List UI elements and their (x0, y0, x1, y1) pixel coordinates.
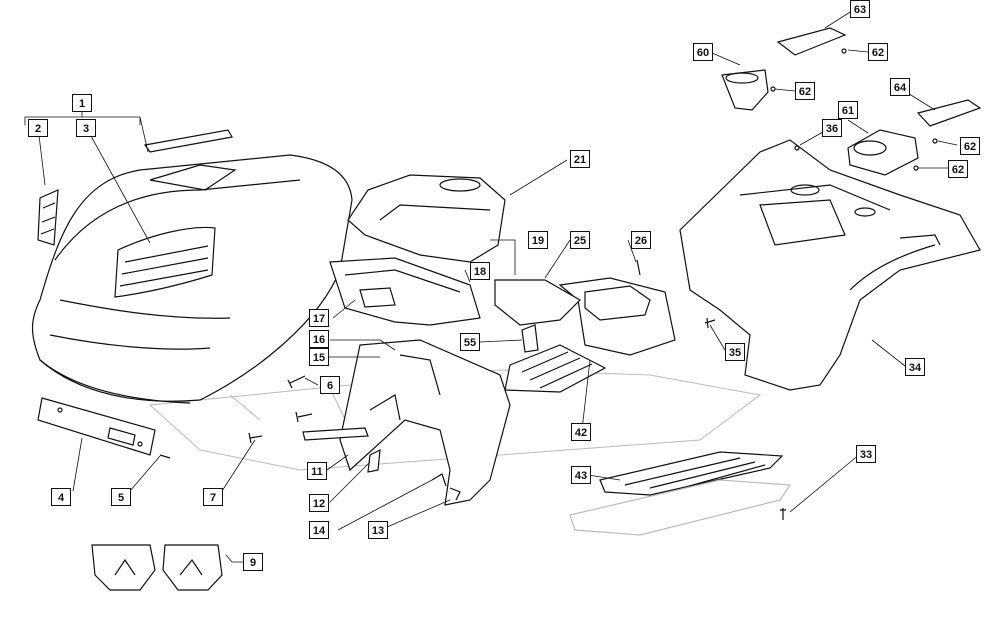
bolt-6 (287, 375, 306, 389)
seat-pan (558, 277, 676, 356)
callout-4: 4 (51, 488, 71, 506)
screw-5 (159, 454, 171, 459)
floor-mat-ghost (569, 479, 792, 536)
rear-fender (679, 139, 981, 391)
callout-18: 18 (470, 262, 490, 280)
callout-7: 7 (203, 488, 223, 506)
dash-housing (329, 257, 481, 326)
callout-16: 16 (309, 330, 329, 348)
callout-1: 1 (72, 94, 92, 112)
bolt-misc (295, 411, 313, 423)
callout-63: 63 (850, 0, 870, 18)
lid-63 (776, 27, 847, 56)
callout-64: 64 (890, 78, 910, 96)
callout-12: 12 (309, 494, 329, 512)
callout-2: 2 (28, 119, 48, 137)
floor-mat-43 (599, 451, 784, 496)
callout-5: 5 (111, 488, 131, 506)
panel-19 (494, 279, 581, 326)
callout-34: 34 (905, 358, 925, 376)
callout-3: 3 (76, 119, 96, 137)
screw-62d (913, 165, 919, 171)
clip-13 (449, 487, 461, 501)
bracket-plate (37, 397, 156, 456)
screw-35 (704, 317, 716, 329)
screw-62c (932, 138, 938, 144)
callout-62-c: 62 (960, 137, 980, 155)
callout-14: 14 (309, 521, 329, 539)
lens-part (37, 189, 59, 246)
callout-9: 9 (243, 553, 263, 571)
callout-36: 36 (822, 119, 842, 137)
callout-25: 25 (570, 231, 590, 249)
side-panels (91, 544, 223, 591)
cup-holder-60 (721, 69, 769, 111)
callout-60: 60 (693, 43, 713, 61)
callout-62-a: 62 (868, 43, 888, 61)
lid-64 (916, 99, 982, 127)
rod-26 (636, 259, 641, 276)
grille-part (114, 226, 216, 298)
callout-26: 26 (631, 231, 651, 249)
shaft-part (302, 427, 369, 441)
screw-62a (841, 48, 847, 54)
knob-55 (521, 324, 539, 353)
steering-console (339, 339, 511, 506)
callout-62-b: 62 (795, 82, 815, 100)
leader-lines (24, 6, 958, 563)
screw-33 (780, 508, 786, 520)
callout-15: 15 (309, 348, 329, 366)
screw-36 (794, 145, 800, 151)
screw-62b (770, 86, 776, 92)
callout-19: 19 (528, 231, 548, 249)
pedal-mat-42 (504, 344, 607, 393)
callout-42: 42 (571, 423, 591, 441)
callout-11: 11 (307, 462, 327, 480)
callout-55: 55 (460, 333, 480, 351)
callout-43: 43 (571, 466, 591, 484)
clip-14 (431, 473, 447, 487)
callout-62-d: 62 (948, 160, 968, 178)
callout-13: 13 (368, 521, 388, 539)
callout-6: 6 (320, 376, 340, 394)
callout-61: 61 (838, 101, 858, 119)
tray-61 (847, 129, 919, 176)
clip-12 (367, 448, 381, 473)
console-cover (347, 174, 506, 263)
bolt-7 (248, 432, 263, 444)
callout-21: 21 (570, 150, 590, 168)
hood-trim (143, 129, 233, 153)
callout-33: 33 (856, 445, 876, 463)
callout-35: 35 (725, 343, 745, 361)
callout-17: 17 (309, 309, 329, 327)
